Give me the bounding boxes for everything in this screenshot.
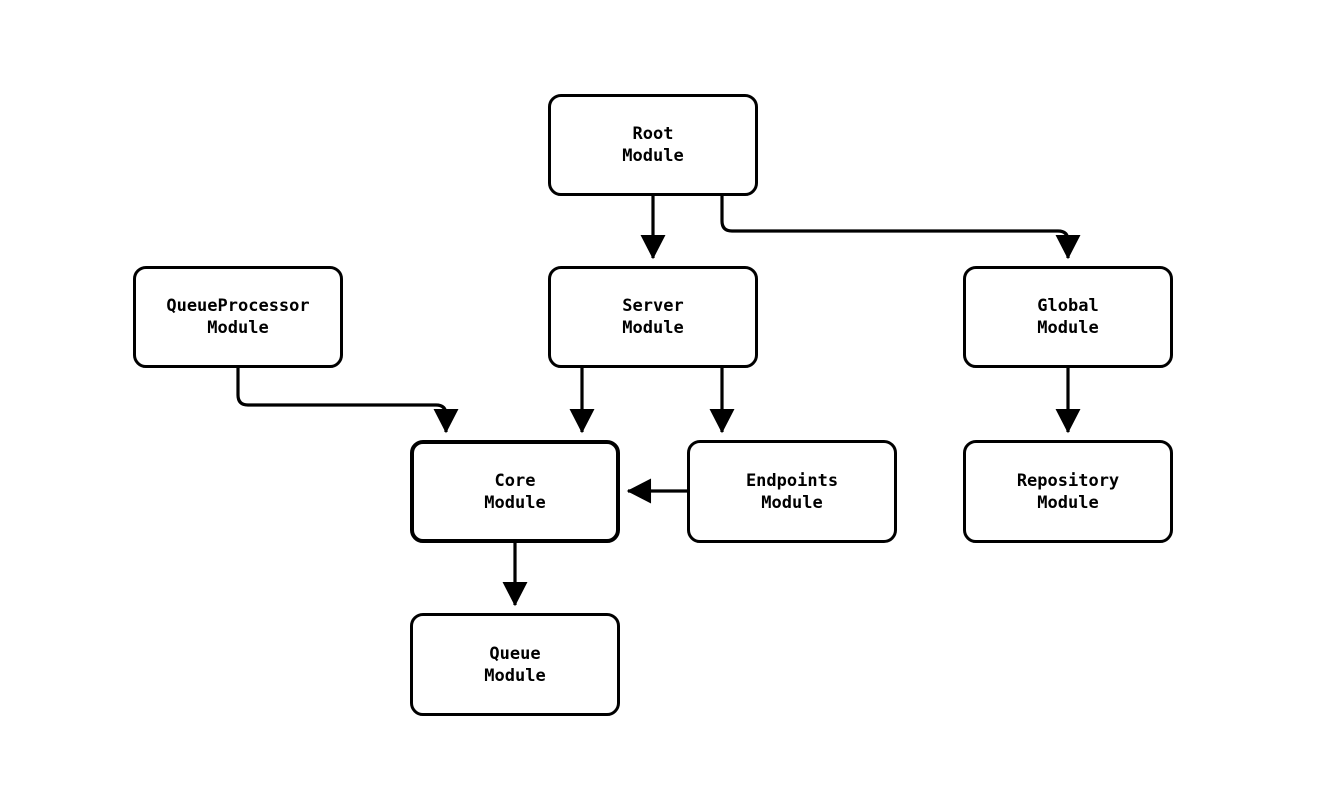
node-label-line1: QueueProcessor	[166, 296, 310, 316]
node-label-line2: Module	[484, 492, 546, 513]
node-label-line2: Module	[484, 665, 546, 686]
node-label-line2: Module	[622, 318, 684, 338]
node-label-line2: Module	[207, 318, 269, 338]
node-label-line1: Core	[494, 470, 536, 491]
edge-queueprocessor-to-core	[236, 368, 459, 434]
node-queue[interactable]: Queue Module	[410, 613, 620, 716]
node-label-line2: Module	[622, 146, 684, 166]
edge-root-to-global	[720, 196, 1081, 260]
node-label-line1: Endpoints	[745, 470, 839, 491]
node-repository[interactable]: Repository Module	[963, 440, 1173, 543]
node-label-line1: Repository	[1016, 470, 1120, 491]
node-server[interactable]: Server Module	[548, 266, 758, 368]
node-endpoints[interactable]: Endpoints Module	[687, 440, 897, 543]
node-global[interactable]: Global Module	[963, 266, 1173, 368]
node-label-line1: Server	[622, 296, 684, 316]
node-root[interactable]: Root Module	[548, 94, 758, 196]
node-label-line1: Global	[1037, 296, 1099, 316]
node-label-line2: Module	[1037, 318, 1099, 338]
node-label-line2: Module	[1037, 492, 1099, 513]
node-core[interactable]: Core Module	[410, 440, 620, 543]
node-label-line1: Queue	[489, 643, 541, 664]
node-queueprocessor[interactable]: QueueProcessor Module	[133, 266, 343, 368]
node-label-line1: Root	[632, 124, 674, 144]
node-label-line2: Module	[761, 492, 823, 513]
